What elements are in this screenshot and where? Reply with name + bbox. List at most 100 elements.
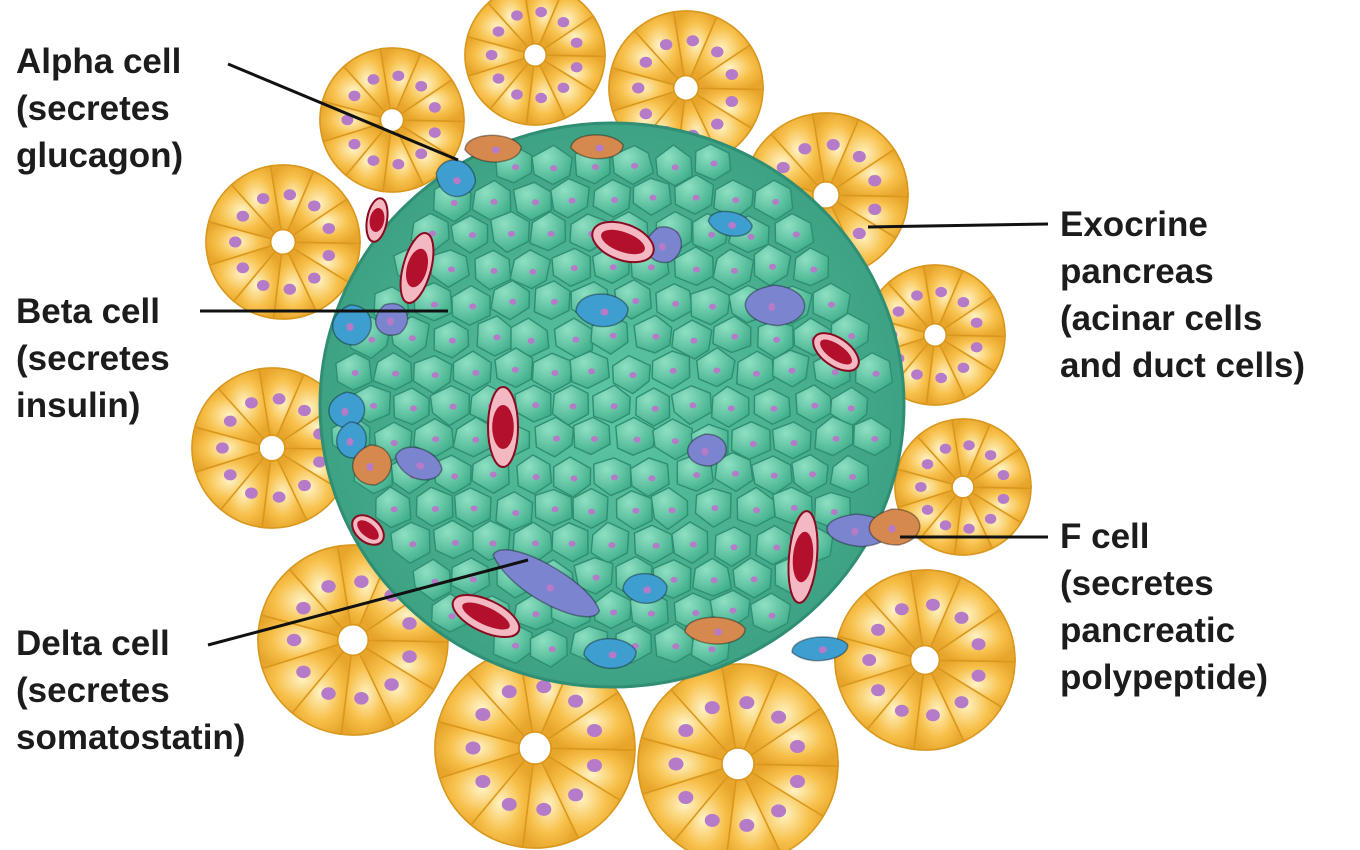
label-beta-line3: insulin) <box>16 382 170 429</box>
acinar-nucleus <box>493 73 505 83</box>
acinar-nucleus <box>558 17 570 27</box>
beta-nucleus <box>528 338 535 344</box>
beta-nucleus <box>751 576 758 582</box>
label-exocrine-line2: pancreas <box>1060 248 1305 295</box>
acinar-lumen <box>524 44 546 66</box>
acinar-nucleus <box>871 684 885 696</box>
acinar-lumen <box>271 230 296 255</box>
beta-nucleus <box>452 540 459 546</box>
acinar-nucleus <box>915 482 926 492</box>
beta-nucleus <box>451 200 458 206</box>
label-alpha-line3: glucagon) <box>16 132 183 179</box>
beta-nucleus <box>672 164 679 170</box>
acinar-nucleus <box>298 405 311 416</box>
acinar-nucleus <box>632 83 644 94</box>
beta-nucleus <box>811 403 818 409</box>
acinar-nucleus <box>535 7 547 17</box>
acinar-nucleus <box>308 273 320 284</box>
beta-nucleus <box>572 337 579 343</box>
beta-nucleus <box>449 338 456 344</box>
acinar-nucleus <box>935 373 947 383</box>
acinar-nucleus <box>384 678 398 691</box>
beta-nucleus <box>591 436 598 442</box>
beta-nucleus <box>610 264 617 270</box>
acinar-nucleus <box>429 127 441 137</box>
label-f-line1: F cell <box>1060 513 1268 560</box>
acinar-nucleus <box>415 81 427 91</box>
beta-nucleus <box>731 334 738 340</box>
beta-nucleus <box>692 610 699 616</box>
acinar-nucleus <box>798 143 811 154</box>
beta-nucleus <box>732 197 739 203</box>
beta-nucleus <box>670 577 677 583</box>
acinar-nucleus <box>926 709 940 721</box>
beta-nucleus <box>490 472 497 478</box>
beta-nucleus <box>832 369 839 375</box>
beta-nucleus <box>750 441 757 447</box>
beta-nucleus <box>873 371 880 377</box>
beta-nucleus <box>711 577 718 583</box>
label-f-line2: (secretes <box>1060 560 1268 607</box>
acinar-nucleus <box>726 69 738 80</box>
beta-nucleus <box>512 164 519 170</box>
beta-nucleus <box>693 267 700 273</box>
beta-nucleus <box>833 436 840 442</box>
beta-nucleus <box>629 372 636 378</box>
acinar-nucleus <box>392 159 404 169</box>
beta-nucleus <box>669 507 676 513</box>
beta-nucleus <box>532 540 539 546</box>
beta-nucleus <box>512 510 519 516</box>
beta-nucleus <box>409 335 416 341</box>
acinar-nucleus <box>958 297 970 307</box>
beta-nucleus <box>552 506 559 512</box>
acinar-nucleus <box>771 711 786 724</box>
beta-nucleus <box>588 509 595 515</box>
acinar-nucleus <box>354 692 368 705</box>
acinar-nucleus <box>273 491 286 502</box>
label-exocrine-line3: (acinar cells <box>1060 295 1305 342</box>
acinar-nucleus <box>493 26 505 36</box>
beta-nucleus <box>631 163 638 169</box>
beta-nucleus <box>450 404 457 410</box>
acinar-nucleus <box>273 393 286 404</box>
beta-nucleus <box>551 370 558 376</box>
acinar-nucleus <box>568 695 583 708</box>
beta-nucleus <box>489 541 496 547</box>
acinar-nucleus <box>669 758 684 771</box>
acinar-nucleus <box>739 819 754 832</box>
beta-nucleus <box>532 199 539 205</box>
acinar-nucleus <box>895 603 909 615</box>
acinar-nucleus <box>229 237 241 248</box>
label-alpha-line2: (secretes <box>16 85 183 132</box>
beta-nucleus <box>672 301 679 307</box>
beta-nucleus <box>848 405 855 411</box>
beta-nucleus <box>448 266 455 272</box>
beta-nucleus <box>368 337 375 343</box>
beta-nucleus <box>652 406 659 412</box>
acinar-nucleus <box>940 520 951 530</box>
beta-nucleus <box>391 440 398 446</box>
beta-nucleus <box>711 505 718 511</box>
acinar-nucleus <box>922 505 933 515</box>
beta-nucleus <box>632 298 639 304</box>
acinar-nucleus <box>711 119 723 130</box>
acinar-lumen <box>338 625 368 655</box>
beta-nucleus <box>470 577 477 583</box>
beta-nucleus <box>632 508 639 514</box>
beta-nucleus <box>432 506 439 512</box>
label-exocrine-line1: Exocrine <box>1060 201 1305 248</box>
beta-nucleus <box>789 368 796 374</box>
acinar-nucleus <box>955 612 969 624</box>
acinar-nucleus <box>640 108 652 119</box>
acinar-nucleus <box>287 634 301 647</box>
acinar-nucleus <box>237 262 249 273</box>
beta-nucleus <box>653 543 660 549</box>
acinar-nucleus <box>475 708 490 721</box>
acinar-nucleus <box>511 10 523 20</box>
acinar-nucleus <box>486 50 498 60</box>
beta-nucleus <box>611 403 618 409</box>
acinar-nucleus <box>958 363 970 373</box>
beta-nucleus <box>571 265 578 271</box>
beta-nucleus <box>748 234 755 240</box>
beta-nucleus <box>708 232 715 238</box>
